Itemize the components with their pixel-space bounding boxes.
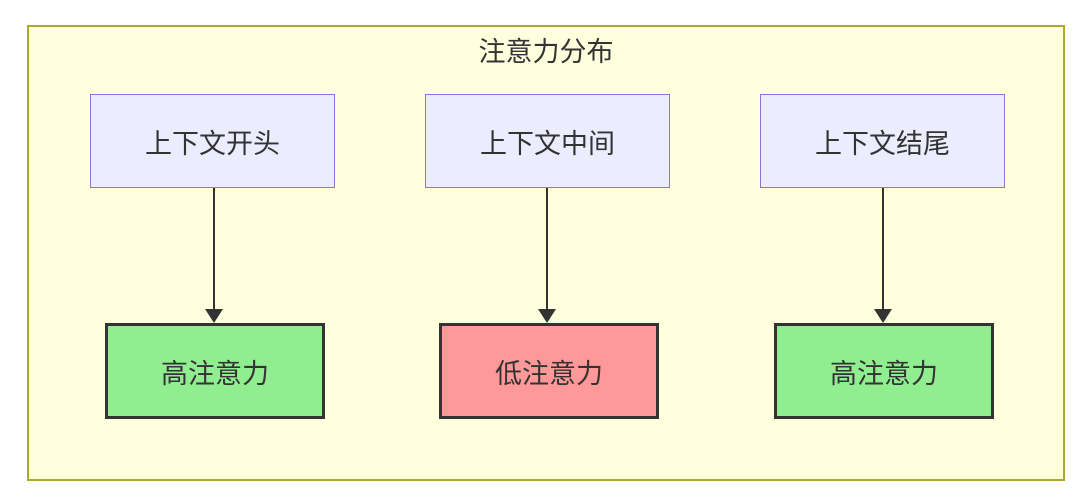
node-context-beginning: 上下文开头: [90, 94, 335, 188]
arrow-down-end: [874, 188, 892, 323]
arrow-line: [882, 188, 884, 309]
node-high-attention-end-label: 高注意力: [830, 358, 938, 389]
node-low-attention-middle: 低注意力: [439, 323, 659, 419]
node-context-middle: 上下文中间: [425, 94, 670, 188]
arrow-down-beginning: [205, 188, 223, 323]
node-high-attention-beginning: 高注意力: [105, 323, 325, 419]
node-context-end: 上下文结尾: [760, 94, 1005, 188]
diagram-title: 注意力分布: [478, 37, 614, 67]
node-context-beginning-label: 上下文开头: [145, 128, 280, 159]
arrow-down-middle: [538, 188, 556, 323]
node-low-attention-middle-label: 低注意力: [495, 358, 603, 389]
arrowhead-icon: [205, 309, 223, 323]
arrowhead-icon: [874, 309, 892, 323]
arrowhead-icon: [538, 309, 556, 323]
node-context-middle-label: 上下文中间: [480, 128, 615, 159]
arrow-line: [213, 188, 215, 309]
arrow-line: [546, 188, 548, 309]
node-high-attention-end: 高注意力: [774, 323, 994, 419]
node-high-attention-beginning-label: 高注意力: [161, 358, 269, 389]
node-context-end-label: 上下文结尾: [815, 128, 950, 159]
attention-distribution-panel: 注意力分布 上下文开头 上下文中间 上下文结尾 高注意力 低注意力 高注意力: [27, 25, 1065, 481]
